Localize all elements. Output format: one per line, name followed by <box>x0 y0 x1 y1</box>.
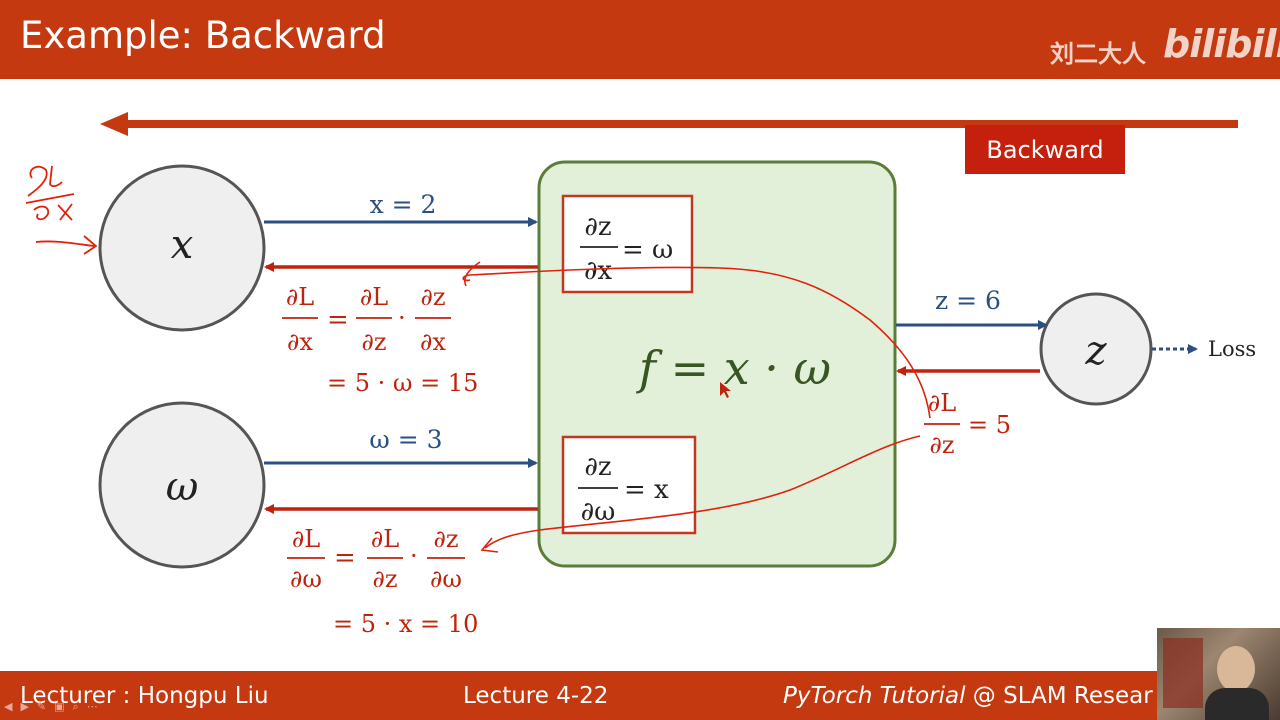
node-w-label: ω <box>166 464 199 510</box>
dL-dx-lhs-num: ∂L <box>286 283 314 311</box>
webcam-shelf <box>1163 638 1203 708</box>
dL-dw-dot: · <box>410 542 418 570</box>
lecturer-webcam <box>1157 628 1280 720</box>
dz-dw-box <box>561 435 697 535</box>
function-label: f = x · ω <box>636 341 831 395</box>
node-w <box>98 401 266 569</box>
backward-badge <box>965 125 1125 174</box>
dL-dx-m1-num: ∂L <box>360 283 388 311</box>
dL-dx-result: = 5 · ω = 15 <box>327 369 478 397</box>
footer-course-italic: PyTorch Tutorial <box>783 683 966 709</box>
bilibili-logo: bilibili <box>1163 22 1280 66</box>
dL-dx-eq: = <box>327 305 349 335</box>
dL-dw-m2-den: ∂ω <box>430 565 462 593</box>
dL-dw-result: = 5 · x = 10 <box>333 610 478 638</box>
dz-dx-numerator: ∂z <box>584 212 611 242</box>
node-z <box>1039 292 1153 406</box>
backward-arrowhead <box>100 112 128 136</box>
dL-dz-den: ∂z <box>929 431 954 459</box>
dL-dw-m2-num: ∂z <box>433 525 458 553</box>
dz-dw-equals: = x <box>624 475 669 505</box>
footer-lecture-number: Lecture 4-22 <box>463 683 609 709</box>
x-value-label: x = 2 <box>370 190 437 219</box>
node-x-label: x <box>171 222 194 268</box>
dL-dz-expression: ∂L ∂z = 5 <box>924 389 1011 459</box>
webcam-body <box>1205 688 1269 720</box>
dL-dx-lhs-den: ∂x <box>287 328 313 356</box>
loss-label: Loss <box>1208 337 1256 361</box>
dL-dw-lhs-num: ∂L <box>292 525 320 553</box>
dz-dx-box <box>561 194 694 294</box>
brand-name: 刘二大人 <box>1050 40 1146 68</box>
footer-course: PyTorch Tutorial @ SLAM Resear <box>783 683 1153 709</box>
dL-dx-dot: · <box>398 304 406 332</box>
webcam-face <box>1217 646 1255 692</box>
dL-dw-m1-den: ∂z <box>372 565 397 593</box>
footer-bar <box>0 671 1280 720</box>
z-value-label: z = 6 <box>935 286 1001 315</box>
node-z-label: z <box>1084 328 1107 374</box>
handwritten-curve-x <box>462 261 931 419</box>
header-bar <box>0 0 1280 79</box>
backward-badge-label: Backward <box>986 136 1103 164</box>
dL-dz-value: = 5 <box>968 411 1011 439</box>
dL-dw-expression: ∂L ∂ω = ∂L ∂z · ∂z ∂ω = 5 · x = 10 <box>287 525 478 638</box>
dL-dz-num: ∂L <box>928 389 956 417</box>
slide-controls-icon[interactable]: ◀▶✎▣⌕⋯ <box>4 700 106 713</box>
dL-dx-m2-den: ∂x <box>420 328 446 356</box>
dz-dx-denominator: ∂x <box>584 256 612 286</box>
dL-dx-m2-num: ∂z <box>420 283 445 311</box>
dz-dw-numerator: ∂z <box>584 452 611 482</box>
footer-course-rest: @ SLAM Resear <box>965 683 1153 709</box>
dL-dw-lhs-den: ∂ω <box>290 565 322 593</box>
dL-dw-m1-num: ∂L <box>371 525 399 553</box>
dL-dx-expression: ∂L ∂x = ∂L ∂z · ∂z ∂x = 5 · ω = 15 <box>282 283 478 397</box>
dL-dx-m1-den: ∂z <box>361 328 386 356</box>
node-x <box>98 164 266 332</box>
dz-dx-equals: = ω <box>622 235 673 265</box>
handwritten-dL-dx-note <box>25 165 98 255</box>
slide-title: Example: Backward <box>20 14 386 57</box>
dL-dw-eq: = <box>334 543 356 573</box>
w-value-label: ω = 3 <box>369 425 442 454</box>
footer-lecturer: Lecturer : Hongpu Liu <box>20 683 269 709</box>
mouse-cursor-icon <box>720 382 731 398</box>
handwritten-curve-w <box>480 435 921 553</box>
